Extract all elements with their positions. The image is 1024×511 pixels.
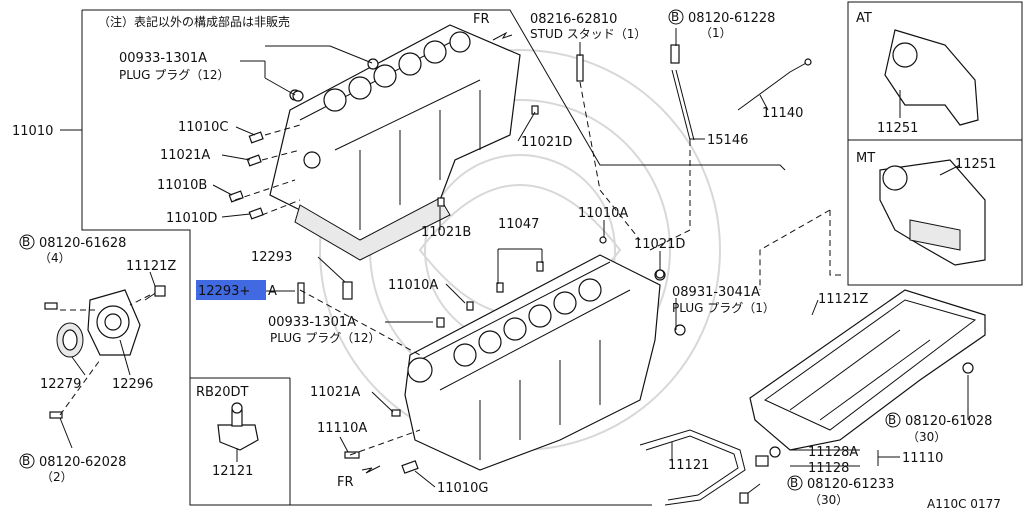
svg-text:B: B bbox=[888, 413, 896, 427]
label-plug3041-num: 08931-3041A bbox=[672, 285, 760, 300]
label-plug-upper-num: 00933-1301A bbox=[119, 51, 207, 66]
label-mt: MT bbox=[856, 151, 875, 166]
label-bolt-61233-num: 08120-61233 bbox=[807, 477, 894, 492]
label-11021d-top: 11021D bbox=[521, 135, 572, 150]
label-plug-upper-name: PLUG プラグ（12） bbox=[119, 68, 230, 82]
label-11010d: 11010D bbox=[166, 211, 217, 226]
bolt-marker-61628: B bbox=[19, 234, 35, 250]
note-text: （注）表記以外の構成部品は非販売 bbox=[98, 14, 290, 29]
label-11110a: 11110A bbox=[317, 421, 367, 436]
label-12293a-suffix: A bbox=[268, 284, 277, 299]
label-11128: 11128 bbox=[808, 461, 849, 476]
figure-code: A110C 0177 bbox=[927, 497, 1001, 511]
small-parts bbox=[228, 44, 812, 474]
lower-engine-block bbox=[404, 236, 686, 471]
label-11121z-left: 11121Z bbox=[126, 259, 176, 274]
svg-text:B: B bbox=[22, 454, 30, 468]
oil-pan-gasket bbox=[639, 429, 749, 506]
label-11121: 11121 bbox=[668, 458, 709, 473]
label-11010a-top: 11010A bbox=[578, 206, 628, 221]
at-plate bbox=[884, 29, 979, 126]
bolt-marker-61028: B bbox=[885, 412, 901, 428]
drain-plug bbox=[755, 446, 781, 467]
mt-plate bbox=[879, 159, 986, 266]
label-11010g: 11010G bbox=[437, 481, 488, 496]
label-at: AT bbox=[856, 11, 872, 26]
label-stud-name: STUD スタッド（1） bbox=[530, 27, 646, 41]
label-bolt-62028-num: 08120-62028 bbox=[39, 455, 126, 470]
label-bolt-61028-qty: （30） bbox=[907, 430, 946, 444]
label-11021a-top: 11021A bbox=[160, 148, 210, 163]
frame-lines bbox=[60, 1, 1023, 506]
label-11010a-mid: 11010A bbox=[388, 278, 438, 293]
label-12293: 12293 bbox=[251, 250, 292, 265]
label-11021b: 11021B bbox=[421, 225, 471, 240]
label-11110: 11110 bbox=[902, 451, 943, 466]
label-bolt-61628-num: 08120-61628 bbox=[39, 236, 126, 251]
label-bolt-61028-num: 08120-61028 bbox=[905, 414, 992, 429]
label-11010c: 11010C bbox=[178, 120, 228, 135]
label-stud-num: 08216-62810 bbox=[530, 12, 617, 27]
label-11021a-bot: 11021A bbox=[310, 385, 360, 400]
svg-text:B: B bbox=[671, 10, 679, 24]
leader-lines bbox=[59, 28, 969, 494]
labels: （注）表記以外の構成部品は非販売 FR FR 11010 00933-1301A… bbox=[12, 9, 1001, 511]
label-12296: 12296 bbox=[112, 377, 153, 392]
fr-arrows bbox=[361, 31, 513, 474]
svg-text:B: B bbox=[22, 235, 30, 249]
label-12121: 12121 bbox=[212, 464, 253, 479]
label-11140: 11140 bbox=[762, 106, 803, 121]
assembly-lines bbox=[59, 81, 845, 456]
label-bolt-61228-qty: （1） bbox=[700, 26, 732, 40]
label-plug-mid-name: PLUG プラグ（12） bbox=[270, 331, 381, 345]
label-plug3041-name: PLUG プラグ（1） bbox=[672, 301, 775, 315]
label-bolt-61228-num: 08120-61228 bbox=[688, 11, 775, 26]
highlight-12293a bbox=[196, 280, 266, 300]
bolt-marker-62028: B bbox=[19, 453, 35, 469]
label-bolt-62028-qty: （2） bbox=[41, 470, 73, 484]
label-rb20dt: RB20DT bbox=[196, 385, 249, 400]
fr-label-bottom: FR bbox=[337, 475, 354, 490]
svg-text:B: B bbox=[790, 476, 798, 490]
label-12279: 12279 bbox=[40, 377, 81, 392]
label-11021d-mid: 11021D bbox=[634, 237, 685, 252]
label-12293a-prefix: 12293+ bbox=[198, 284, 250, 299]
label-11128a: 11128A bbox=[808, 445, 858, 460]
oil-pan bbox=[749, 289, 986, 451]
label-plug-mid-num: 00933-1301A bbox=[268, 315, 356, 330]
bolt-marker-61233: B bbox=[787, 475, 803, 491]
rear-seal-group bbox=[44, 285, 166, 419]
rb20dt-sensor bbox=[217, 402, 259, 451]
label-11047: 11047 bbox=[498, 217, 539, 232]
fr-label-top: FR bbox=[473, 12, 490, 27]
bolt-marker-61228: B bbox=[668, 9, 684, 25]
label-11010b: 11010B bbox=[157, 178, 207, 193]
label-11010: 11010 bbox=[12, 124, 53, 139]
label-mt-11251: 11251 bbox=[955, 157, 996, 172]
upper-engine-block bbox=[269, 24, 521, 261]
label-11121z-right: 11121Z bbox=[818, 292, 868, 307]
label-at-11251: 11251 bbox=[877, 121, 918, 136]
label-bolt-61233-qty: （30） bbox=[809, 493, 848, 507]
label-15146: 15146 bbox=[707, 133, 748, 148]
label-bolt-61628-qty: （4） bbox=[39, 251, 71, 265]
